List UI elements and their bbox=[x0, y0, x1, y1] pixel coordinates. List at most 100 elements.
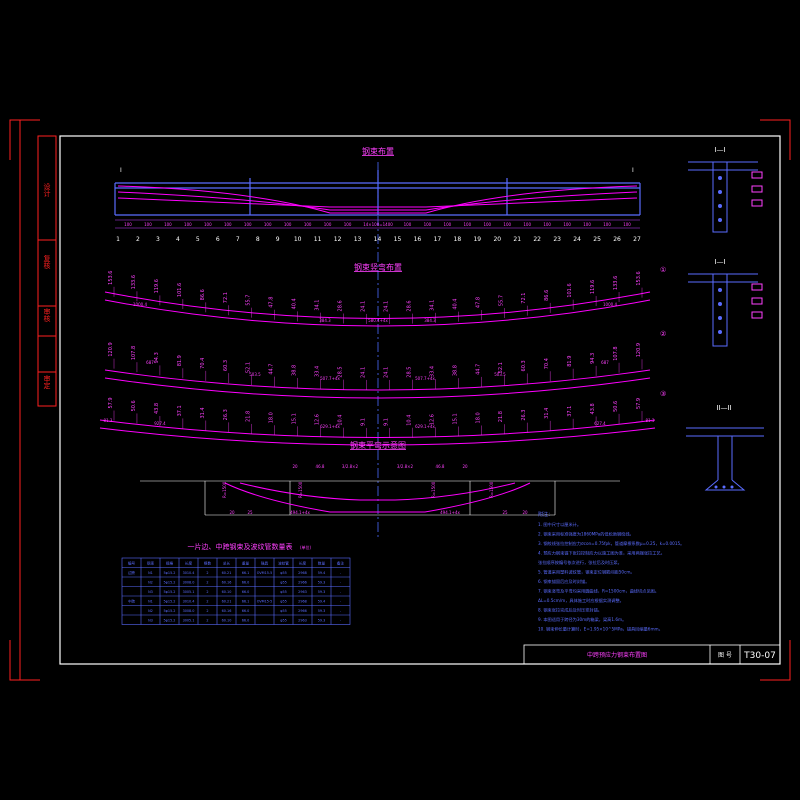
dim-label: 100 bbox=[204, 222, 212, 227]
curve-3-label: 43.8 bbox=[590, 403, 596, 414]
curve-1-label: 34.1 bbox=[429, 300, 435, 311]
curve-1-label: 40.4 bbox=[452, 299, 458, 310]
curve-2-label: 52.1 bbox=[246, 362, 252, 373]
curve-3-label: 21.8 bbox=[246, 411, 252, 422]
table-cell: φ55 bbox=[280, 619, 287, 623]
table-cell: 2968 bbox=[298, 600, 307, 604]
table-cell: - bbox=[340, 581, 342, 585]
table-cell: φ55 bbox=[280, 581, 287, 585]
dim-label: 100 bbox=[563, 222, 571, 227]
table-cell: 5φ15.2 bbox=[164, 600, 176, 604]
curve-2-label: 24.1 bbox=[361, 367, 367, 378]
curve-2-label: 107.8 bbox=[613, 346, 619, 360]
notes: 附注： 1. 图中尺寸以厘米计。2. 钢束采用标准强度为1860MPa的低松弛钢… bbox=[538, 511, 684, 633]
span-number: 18 bbox=[454, 236, 462, 243]
dim-label: 100 bbox=[464, 222, 472, 227]
table-cell: 3008.0 bbox=[183, 581, 195, 585]
table-cell: 5φ15.2 bbox=[164, 609, 176, 613]
dim-label: 100 bbox=[523, 222, 531, 227]
curve-2-label: 70.4 bbox=[544, 358, 550, 369]
plan-bottom-dim: 494.1+4x bbox=[290, 510, 310, 515]
table-cell: - bbox=[340, 571, 342, 575]
curve-3-label: 37.1 bbox=[567, 406, 573, 417]
curve-1-bottom: 1000.4 bbox=[603, 302, 617, 307]
curve-3-label: 57.9 bbox=[636, 398, 642, 409]
dim-label: 100 bbox=[603, 222, 611, 227]
quantity-table: 一片边、中跨钢束及波纹管数量表 (单位) 编号钢束规格长度根数总长重量锚具波纹管… bbox=[121, 542, 351, 625]
span-number: 27 bbox=[633, 236, 641, 243]
table-cell: 59.3 bbox=[318, 590, 326, 594]
curve-2-label: 28.5 bbox=[338, 366, 344, 377]
table-cell: 59.4 bbox=[318, 571, 326, 575]
table-cell: 2966 bbox=[298, 609, 307, 613]
curve-1-label: 55.7 bbox=[498, 295, 504, 306]
note-line: 3. 钢绞线张拉控制应力σcon=0.75fpk，管道摩擦系数μ=0.25，k=… bbox=[538, 540, 684, 547]
curve-1-label: 72.1 bbox=[223, 292, 229, 303]
plan-top-dim: 46.8 bbox=[316, 464, 325, 469]
curve-1-label: 86.6 bbox=[544, 290, 550, 301]
dim-label: 100 bbox=[623, 222, 631, 227]
plan-bottom-dim: 20 bbox=[229, 510, 235, 515]
side-label-4: 审定 bbox=[43, 374, 51, 390]
table-cell: 2 bbox=[206, 600, 208, 604]
table-cell: 66.0 bbox=[242, 619, 250, 623]
curve-2-bottom: 687 bbox=[601, 360, 609, 365]
span-number: 19 bbox=[473, 236, 481, 243]
dim-label: 100 bbox=[184, 222, 192, 227]
plan-side-3: R=1500 bbox=[431, 481, 436, 498]
curve-3-label: 31.4 bbox=[200, 407, 206, 418]
curve-2-label: 120.9 bbox=[108, 342, 114, 356]
curve-2-bottom: 507.7+4x bbox=[320, 376, 340, 381]
plan-side-1: R=1500 bbox=[222, 481, 227, 498]
table-cell: 3008.0 bbox=[183, 609, 195, 613]
note-line: 6. 钢束锚固后应及时封锚。 bbox=[538, 578, 589, 585]
section-mark-right: I bbox=[632, 167, 634, 174]
curve-1-label: 119.6 bbox=[154, 279, 160, 293]
curve-3-bottom: 627.4 bbox=[594, 421, 606, 426]
table-cell: 2966 bbox=[298, 581, 307, 585]
curve-1-bottom: 384.3 bbox=[319, 318, 331, 323]
table-cell: 2 bbox=[206, 581, 208, 585]
elevation-title: 钢束布置 bbox=[362, 146, 394, 156]
dim-label: 100 bbox=[224, 222, 232, 227]
note-line: 10. 钢束伸长量计算时，E=1.95×10^5MPa，锚具回缩量6mm。 bbox=[538, 626, 663, 633]
curve-2-label: 33.4 bbox=[315, 366, 321, 377]
curve-3-label: 37.1 bbox=[177, 405, 183, 416]
curve-2-bottom: 507.7+4x bbox=[415, 376, 435, 381]
elevation-center-label: 14×100=1400 bbox=[363, 222, 393, 227]
plan-bottom-dim: 20 bbox=[522, 510, 528, 515]
span-number: 21 bbox=[513, 236, 521, 243]
side-strip: 设计 复核 审核 审定 bbox=[37, 135, 57, 407]
curve-2-label: 94.3 bbox=[154, 352, 160, 363]
span-number: 2 bbox=[136, 236, 140, 243]
span-number: 4 bbox=[176, 236, 180, 243]
elevation-view: 钢束布置 I I 100 100 100 100 100 100 100 100 100 100 1… bbox=[114, 146, 641, 540]
table-title: 一片边、中跨钢束及波纹管数量表 bbox=[188, 542, 293, 551]
curve-3-label: 10.4 bbox=[406, 415, 412, 426]
note-line: 9. 本图适用于跨径为30m的箱梁，梁高1.6m。 bbox=[538, 616, 626, 623]
table-cell: 5φ15.2 bbox=[164, 571, 176, 575]
section-2-title: I—I bbox=[714, 258, 725, 266]
table-cell: OVM15-5 bbox=[257, 600, 273, 604]
dim-label: 100 bbox=[124, 222, 132, 227]
table-cell: 60.16 bbox=[222, 581, 232, 585]
section-mark-left: I bbox=[120, 167, 122, 174]
table-cell: 5φ15.2 bbox=[164, 581, 176, 585]
span-number: 7 bbox=[236, 236, 240, 243]
curve-2-label: 94.3 bbox=[590, 353, 596, 364]
curve-1-label: 119.6 bbox=[590, 280, 596, 294]
curve-1-label: 47.8 bbox=[269, 297, 275, 308]
curve-2-label: 107.8 bbox=[131, 346, 137, 360]
dim-label: 100 bbox=[583, 222, 591, 227]
table-cell: 3010.4 bbox=[183, 600, 195, 604]
dim-label: 100 bbox=[424, 222, 432, 227]
plan-side-2: R=1500 bbox=[298, 481, 303, 498]
note-line: ΔL=0.5cm/m，具体施工时应根据实测调整。 bbox=[538, 597, 624, 604]
curve-3-label: 31.4 bbox=[544, 408, 550, 419]
curve-1-label: 133.6 bbox=[131, 275, 137, 289]
curve-3-label: 12.6 bbox=[315, 414, 321, 425]
curve-1-bottom: 1000.4 bbox=[133, 302, 147, 307]
